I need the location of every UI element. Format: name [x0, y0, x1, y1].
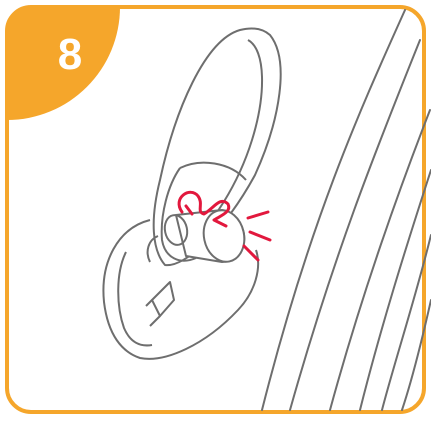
step-number: 8	[22, 18, 118, 92]
